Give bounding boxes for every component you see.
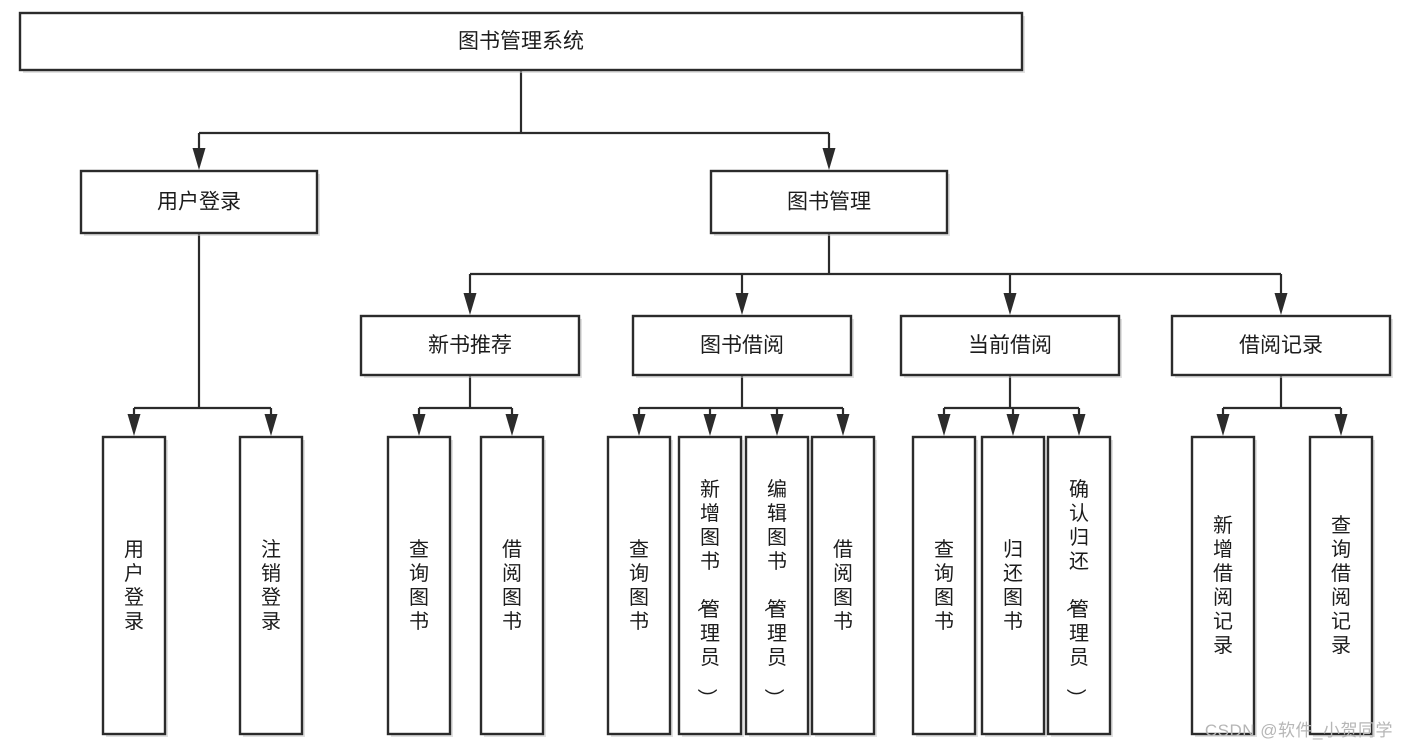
- node-label: 查询借阅记录: [1331, 514, 1351, 657]
- node-leaf-user-logout[interactable]: 注销登录: [238, 435, 305, 737]
- node-label: 用户登录: [124, 539, 144, 633]
- node-box[interactable]: [631, 314, 853, 377]
- arrow-head-leaf-confirm-return: [1072, 414, 1086, 436]
- arrow-head-leaf-edit-book: [770, 414, 784, 436]
- node-box[interactable]: [79, 169, 319, 235]
- arrow-head-leaf-user-logout: [264, 414, 278, 436]
- node-box[interactable]: [1046, 435, 1112, 736]
- arrow-head-borrow-record: [1274, 293, 1288, 315]
- node-label: 查询图书: [409, 538, 429, 633]
- arrow-head-book-borrow: [735, 293, 749, 315]
- arrow-head-current-borrow: [1003, 293, 1017, 315]
- connector-group-borrow-record: [1216, 375, 1348, 436]
- connector-group-current-borrow: [937, 375, 1086, 436]
- node-label: 图书借阅: [700, 334, 784, 357]
- arrow-head-leaf-user-login: [127, 414, 141, 436]
- connector-group-book-borrow: [632, 375, 850, 436]
- connector-group-root: [192, 70, 836, 170]
- node-book-manage[interactable]: 图书管理: [709, 169, 950, 236]
- node-box[interactable]: [359, 314, 581, 377]
- node-label: 当前借阅: [968, 334, 1052, 357]
- node-label: 新书推荐: [428, 334, 512, 357]
- node-box[interactable]: [810, 435, 876, 736]
- node-borrow-record[interactable]: 借阅记录: [1170, 314, 1393, 378]
- node-label: 借阅图书: [502, 538, 522, 633]
- arrow-head-leaf-query-book-cur: [937, 414, 951, 436]
- node-label: 查询图书: [629, 538, 649, 633]
- node-label: 借阅图书: [833, 538, 853, 633]
- arrow-head-leaf-return-book: [1006, 414, 1020, 436]
- node-box[interactable]: [1190, 435, 1256, 736]
- node-label: 新增借阅记录: [1213, 514, 1233, 657]
- arrow-head-leaf-borrow-book-rec: [505, 414, 519, 436]
- node-book-borrow[interactable]: 图书借阅: [631, 314, 854, 378]
- node-label: 新增图书（管理员）: [695, 478, 720, 708]
- node-leaf-confirm-return[interactable]: 确认归还（管理员）: [1046, 435, 1113, 737]
- node-label: 确认归还（管理员）: [1064, 478, 1089, 708]
- connector-group-user-login: [127, 233, 278, 436]
- arrow-head-leaf-borrow-book-bor: [836, 414, 850, 436]
- node-box[interactable]: [911, 435, 977, 736]
- node-label: 编辑图书（管理员）: [762, 478, 787, 708]
- node-leaf-query-book-rec[interactable]: 查询图书: [386, 435, 453, 737]
- arrow-head-leaf-add-book: [703, 414, 717, 436]
- node-leaf-borrow-book-bor[interactable]: 借阅图书: [810, 435, 877, 737]
- node-label: 用户登录: [157, 191, 241, 214]
- node-label: 图书管理系统: [458, 30, 584, 53]
- node-leaf-borrow-book-rec[interactable]: 借阅图书: [479, 435, 546, 737]
- node-box[interactable]: [238, 435, 304, 736]
- node-leaf-add-record[interactable]: 新增借阅记录: [1190, 435, 1257, 737]
- node-box[interactable]: [677, 435, 743, 736]
- node-current-borrow[interactable]: 当前借阅: [899, 314, 1122, 378]
- node-label: 图书管理: [787, 191, 871, 214]
- arrow-head-book-manage: [822, 148, 836, 170]
- node-leaf-edit-book[interactable]: 编辑图书（管理员）: [744, 435, 811, 737]
- node-box[interactable]: [386, 435, 452, 736]
- watermark-label: CSDN @软件_小贺同学: [1204, 721, 1393, 740]
- node-box[interactable]: [606, 435, 672, 736]
- node-layer: 图书管理系统用户登录图书管理新书推荐图书借阅当前借阅借阅记录用户登录注销登录查询…: [18, 11, 1393, 737]
- node-leaf-query-book-cur[interactable]: 查询图书: [911, 435, 978, 737]
- node-box[interactable]: [101, 435, 167, 736]
- arrow-head-user-login: [192, 148, 206, 170]
- node-label: 注销登录: [261, 538, 281, 633]
- node-box[interactable]: [1170, 314, 1392, 377]
- arrow-head-new-book-rec: [463, 293, 477, 315]
- arrow-head-leaf-query-book-bor: [632, 414, 646, 436]
- node-box[interactable]: [744, 435, 810, 736]
- node-leaf-query-record[interactable]: 查询借阅记录: [1308, 435, 1375, 737]
- node-box[interactable]: [709, 169, 949, 235]
- node-box[interactable]: [980, 435, 1046, 736]
- node-box[interactable]: [1308, 435, 1374, 736]
- node-box[interactable]: [899, 314, 1121, 377]
- arrow-head-leaf-query-record: [1334, 414, 1348, 436]
- node-new-book-rec[interactable]: 新书推荐: [359, 314, 582, 378]
- node-label: 归还图书: [1003, 538, 1023, 633]
- node-box[interactable]: [479, 435, 545, 736]
- node-box[interactable]: [18, 11, 1024, 72]
- connector-group-new-book-rec: [412, 375, 519, 436]
- node-root[interactable]: 图书管理系统: [18, 11, 1025, 73]
- node-leaf-return-book[interactable]: 归还图书: [980, 435, 1047, 737]
- node-user-login[interactable]: 用户登录: [79, 169, 320, 236]
- node-leaf-add-book[interactable]: 新增图书（管理员）: [677, 435, 744, 737]
- connector-group-book-manage: [463, 233, 1288, 315]
- arrow-head-leaf-query-book-rec: [412, 414, 426, 436]
- connector-layer: [127, 70, 1348, 436]
- node-label: 查询图书: [934, 538, 954, 633]
- node-leaf-user-login[interactable]: 用户登录: [101, 435, 168, 737]
- arrow-head-leaf-add-record: [1216, 414, 1230, 436]
- node-leaf-query-book-bor[interactable]: 查询图书: [606, 435, 673, 737]
- node-label: 借阅记录: [1239, 334, 1323, 357]
